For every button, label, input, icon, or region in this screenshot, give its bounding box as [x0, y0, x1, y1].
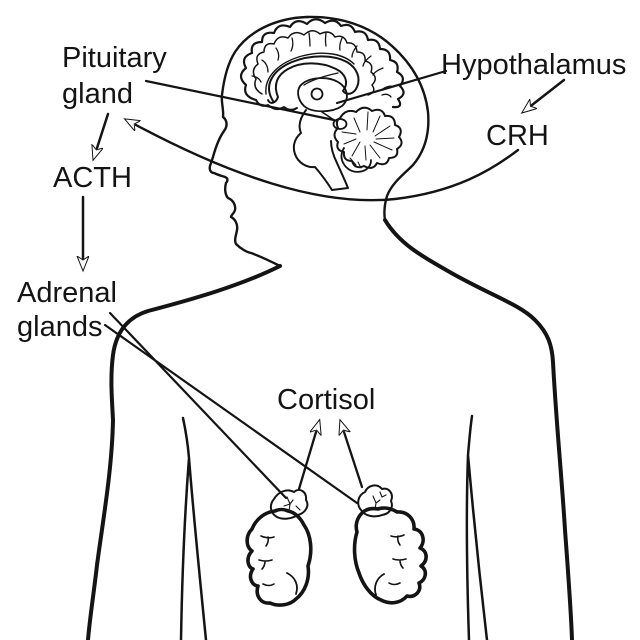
right-kidney-creases	[388, 534, 407, 586]
arrow-hypothalamus-to-crh	[532, 78, 566, 105]
thalamus	[297, 77, 348, 113]
arrow-pituitary-to-acth	[97, 112, 110, 148]
arrow-left-adrenal-to-cortisol	[297, 432, 316, 491]
left-armpit-crease	[179, 416, 208, 640]
cerebellum-folia	[341, 111, 395, 169]
right-kidney	[352, 506, 428, 605]
cortex-sulci	[251, 32, 392, 98]
label-crh: CRH	[486, 120, 549, 152]
kidneys	[245, 484, 428, 607]
brain-illustration	[239, 18, 405, 191]
brainstem	[292, 109, 349, 191]
cerebrum-outline	[239, 18, 405, 109]
pointer-line-adrenal-left	[108, 311, 288, 500]
left-kidney	[245, 507, 313, 607]
label-adrenal-glands: Adrenal	[17, 277, 117, 309]
label-pituitary-gland: Pituitary	[62, 42, 167, 74]
right-shoulder-arm-outline	[383, 218, 574, 640]
label-adrenal-glands-line2: glands	[17, 311, 102, 343]
cerebellum-lobule	[340, 147, 372, 173]
left-adrenal-veins	[283, 496, 301, 512]
left-adrenal-gland	[269, 489, 309, 520]
left-shoulder-arm-outline	[86, 264, 282, 640]
head-profile	[208, 15, 309, 268]
left-kidney-creases	[258, 535, 275, 587]
label-cortisol: Cortisol	[277, 384, 375, 416]
label-acth: ACTH	[53, 162, 132, 194]
cingulate-arc	[265, 52, 355, 95]
label-hypothalamus: Hypothalamus	[441, 49, 626, 81]
diagram-labels: Pituitary gland Hypothalamus CRH ACTH Ad…	[17, 42, 626, 416]
skull-outline	[305, 15, 430, 222]
thalamus-circle	[310, 87, 324, 101]
pituitary-gland-shape	[332, 118, 348, 130]
right-adrenal-gland	[357, 484, 393, 518]
pointer-line-hypothalamus	[335, 69, 448, 105]
right-armpit-crease	[465, 414, 489, 640]
hpa-connectors	[83, 69, 566, 505]
cerebellum	[333, 106, 403, 169]
corpus-callosum	[267, 55, 360, 104]
feedback-curve-crh-to-pituitary	[136, 125, 520, 202]
pointer-line-adrenal-right	[103, 323, 359, 505]
cerebrum-inner-gyri	[252, 30, 376, 96]
body-outline	[86, 15, 574, 640]
right-adrenal-veins	[372, 491, 387, 511]
label-pituitary-gland-line2: gland	[62, 78, 133, 110]
pointer-line-pituitary	[144, 79, 336, 122]
arrow-right-adrenal-to-cortisol	[344, 432, 364, 489]
left-kidney-curl	[286, 572, 298, 595]
right-kidney-curl	[374, 573, 385, 596]
